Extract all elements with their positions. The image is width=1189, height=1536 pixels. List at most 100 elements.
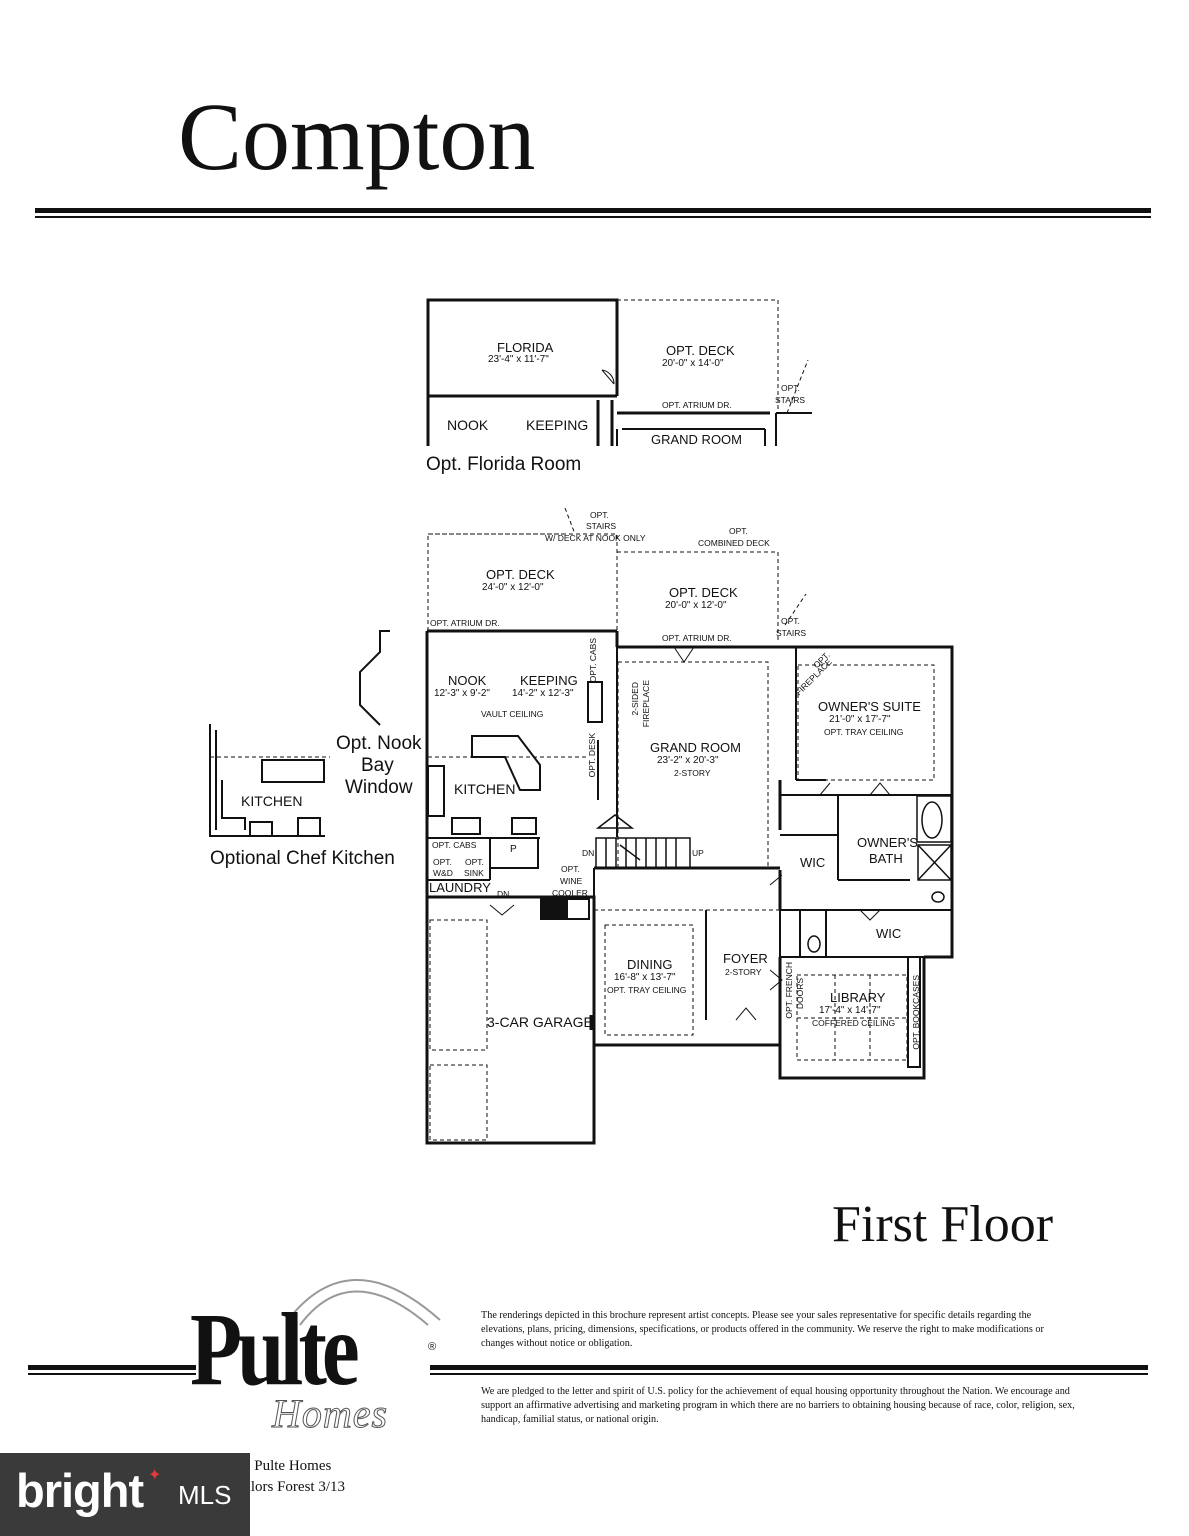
wic-label-1: WIC xyxy=(800,855,826,870)
library-label: LIBRARY xyxy=(830,990,886,1005)
fireplace-label-2: FIREPLACE xyxy=(641,680,651,728)
registered-mark: ® xyxy=(428,1341,437,1353)
french-doors-label-2: DOORS xyxy=(795,978,805,1010)
floor-label: First Floor xyxy=(832,1196,1054,1253)
down-label-laundry: DN xyxy=(497,889,510,899)
keeping-dims: 14'-2" x 12'-3" xyxy=(512,688,574,699)
bright-star-icon: ✦ xyxy=(148,1467,162,1484)
bath-fixtures xyxy=(807,795,952,953)
title-rule-thick xyxy=(35,208,1151,213)
owners-suite-dims: 21'-0" x 17'-7" xyxy=(829,714,891,725)
chef-kitchen-inset xyxy=(209,724,330,837)
florida-dims: 23'-4" x 11'-7" xyxy=(488,354,549,365)
foyer-label: FOYER xyxy=(723,951,768,966)
interior-walls xyxy=(427,647,952,1068)
page-title: Compton xyxy=(178,83,536,190)
garage-label: 3-CAR GARAGE xyxy=(487,1014,593,1030)
copyright-text: 3 Pulte Homes xyxy=(243,1458,332,1474)
mls-wordmark: MLS xyxy=(178,1480,232,1510)
wine-label-1: OPT. xyxy=(561,864,580,874)
top-stairs-label-3: W/ DECK AT NOOK ONLY xyxy=(545,533,646,543)
pulte-logo-script: Homes xyxy=(271,1391,389,1437)
french-doors-label-1: OPT. FRENCH xyxy=(784,962,794,1019)
fireplace-label-1: 2-SIDED xyxy=(630,682,640,716)
ceiling-outlines xyxy=(428,661,935,1141)
owners-suite-note: OPT. TRAY CEILING xyxy=(824,727,904,737)
florida-stairs-label-1: OPT. xyxy=(781,383,800,393)
sink-label-1: OPT. xyxy=(465,857,484,867)
deck-outlines xyxy=(427,507,807,640)
up-label-stairs: UP xyxy=(692,848,704,858)
bay-window-label-1: Opt. Nook xyxy=(336,733,422,754)
deck-left-dims: 24'-0" x 12'-0" xyxy=(482,582,544,593)
grand-room-label: GRAND ROOM xyxy=(650,740,741,755)
stairs xyxy=(595,814,691,869)
community-text: ellors Forest 3/13 xyxy=(240,1479,345,1495)
sink-label-2: SINK xyxy=(464,868,484,878)
deck-right-dims: 20'-0" x 12'-0" xyxy=(665,600,727,611)
bay-window-label-2: Bay xyxy=(361,755,394,776)
chef-kitchen-label: KITCHEN xyxy=(241,793,303,809)
pantry-label: P xyxy=(510,844,517,855)
bright-wordmark: bright xyxy=(16,1464,144,1517)
vault-ceiling-label: VAULT CEILING xyxy=(481,709,544,719)
library-note: COFFERED CEILING xyxy=(812,1018,896,1028)
florida-inset-dashed xyxy=(617,299,809,414)
wd-label-1: OPT. xyxy=(433,857,452,867)
disclaimer-renderings: The renderings depicted in this brochure… xyxy=(481,1310,1044,1349)
footer-rule-left-thin xyxy=(28,1373,196,1375)
grand-room-note: 2-STORY xyxy=(674,768,711,778)
pulte-logo-word: Pulte xyxy=(190,1292,360,1407)
footer-rule-left-thick xyxy=(28,1365,196,1370)
nook-label: NOOK xyxy=(448,673,487,688)
dining-dims: 16'-8" x 13'-7" xyxy=(614,972,676,983)
top-stairs-label-2: STAIRS xyxy=(586,521,617,531)
bay-window xyxy=(359,630,390,726)
right-stairs-label-1: OPT. xyxy=(781,616,800,626)
opt-cabs-vertical-label: OPT. CABS xyxy=(588,638,598,683)
dining-label: DINING xyxy=(627,957,673,972)
florida-stairs-label-2: STAIRS xyxy=(775,395,806,405)
atrium-right-label: OPT. ATRIUM DR. xyxy=(662,633,732,643)
title-rule-thin xyxy=(35,216,1151,218)
florida-label: FLORIDA xyxy=(497,340,554,355)
florida-nook-label: NOOK xyxy=(447,417,489,433)
laundry-label: LAUNDRY xyxy=(429,880,491,895)
top-stairs-label-1: OPT. xyxy=(590,510,609,520)
bay-window-label-3: Window xyxy=(345,777,413,798)
florida-deck-label: OPT. DECK xyxy=(666,343,735,358)
atrium-left-label: OPT. ATRIUM DR. xyxy=(430,618,500,628)
dining-note: OPT. TRAY CEILING xyxy=(607,985,687,995)
pulte-logo-arch xyxy=(287,1279,441,1326)
florida-atrium-label: OPT. ATRIUM DR. xyxy=(662,400,732,410)
deck-right-label: OPT. DECK xyxy=(669,585,738,600)
wic-label-2: WIC xyxy=(876,926,902,941)
owners-bath-label-2: BATH xyxy=(869,851,903,866)
laundry-cabs-label: OPT. CABS xyxy=(432,840,477,850)
bright-mls-watermark: bright ✦ MLS xyxy=(0,1453,250,1536)
foyer-note: 2-STORY xyxy=(725,967,762,977)
owners-bath-label-1: OWNER'S xyxy=(857,835,918,850)
florida-inset-walls xyxy=(426,298,812,446)
footer-rule-right-thick xyxy=(430,1365,1148,1370)
kitchen-island xyxy=(427,735,541,835)
disclaimer-equal-housing: We are pledged to the letter and spirit … xyxy=(481,1386,1075,1425)
down-label-stairs: DN xyxy=(582,848,595,858)
kitchen-label: KITCHEN xyxy=(454,781,516,797)
florida-keeping-label: KEEPING xyxy=(526,417,589,433)
combined-deck-label-2: COMBINED DECK xyxy=(698,538,770,548)
owners-suite-label: OWNER'S SUITE xyxy=(818,699,921,714)
wine-label-2: WINE xyxy=(560,876,583,886)
combined-deck-label-1: OPT. xyxy=(729,526,748,536)
library-dims: 17'-4" x 14'-7" xyxy=(819,1005,881,1016)
nook-dims: 12'-3" x 9'-2" xyxy=(434,688,490,699)
florida-grand-room-label: GRAND ROOM xyxy=(651,432,742,447)
keeping-label: KEEPING xyxy=(520,673,578,688)
chef-kitchen-caption: Optional Chef Kitchen xyxy=(210,848,395,869)
grand-room-dims: 23'-2" x 20'-3" xyxy=(657,755,719,766)
right-stairs-label-2: STAIRS xyxy=(776,628,807,638)
florida-deck-dims: 20'-0" x 14'-0" xyxy=(662,358,724,369)
bookcases-label: OPT. BOOKCASES xyxy=(911,975,921,1050)
wd-label-2: W&D xyxy=(433,868,453,878)
